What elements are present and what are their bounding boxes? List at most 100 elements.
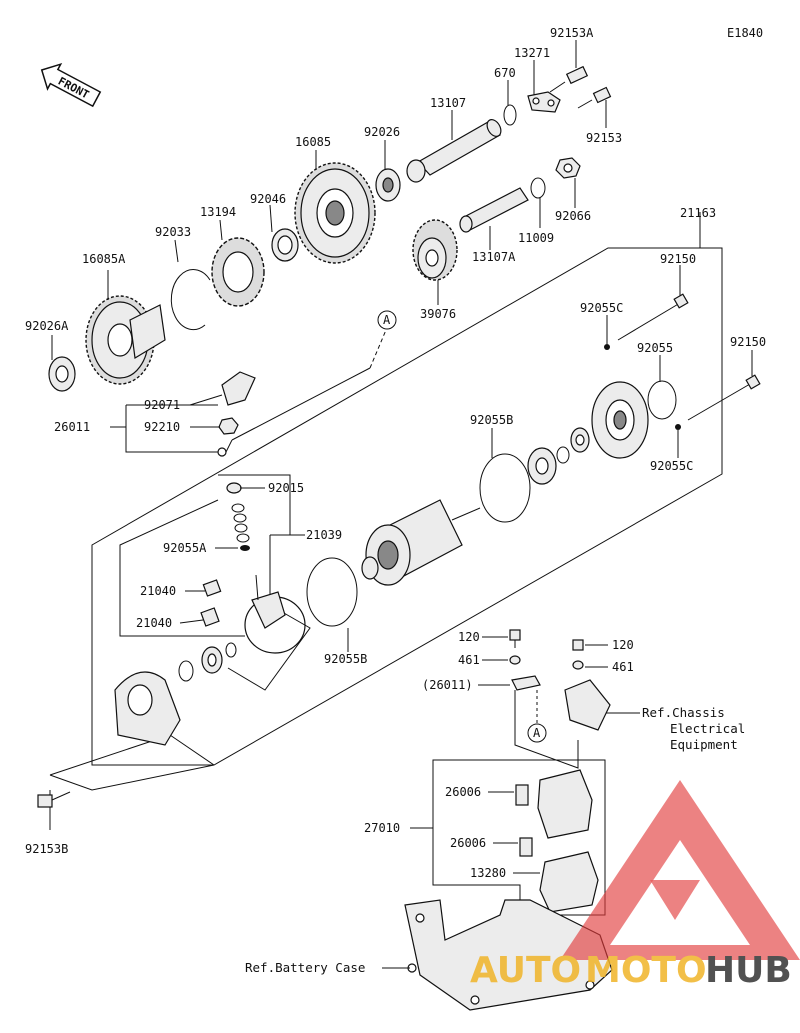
group-outline-relay-wire — [514, 690, 579, 769]
battery-case-icon — [404, 899, 613, 1011]
bearing-medium-icon — [527, 447, 557, 485]
part-13107A: 13107A — [472, 250, 516, 264]
part-26011-ref: (26011) — [422, 678, 473, 692]
group-outline-21163 — [91, 212, 723, 766]
diagram-code: E1840 — [727, 26, 763, 40]
brush-plate-icon — [244, 574, 306, 654]
watermark-logo: AUTO MOTO HUB — [470, 780, 800, 991]
bearing-small-icon — [570, 427, 590, 453]
part-92055: 92055 — [637, 341, 673, 355]
part-92150-lower: 92150 — [730, 335, 766, 349]
ref-chassis-line1: Ref.Chassis — [642, 705, 725, 720]
group-outline-21039 — [119, 474, 311, 691]
shaft-13107-icon — [406, 119, 502, 183]
brush-21040-upper-icon — [202, 579, 222, 597]
watermark-moto: MOTO — [585, 950, 707, 991]
part-92055B-bottom: 92055B — [324, 652, 367, 666]
part-92055C-top: 92055C — [580, 301, 623, 315]
bearing-front-icon — [201, 646, 223, 674]
part-21040-lower: 21040 — [136, 616, 172, 630]
watermark-triangle-icon — [560, 780, 800, 960]
part-92153A: 92153A — [550, 26, 594, 40]
o-ring-small-front-icon — [178, 660, 194, 682]
group-outline-92153B — [49, 734, 215, 830]
part-92015: 92015 — [268, 481, 304, 495]
watermark-hub: HUB — [705, 950, 792, 991]
cable-boot-92071-icon — [221, 371, 256, 406]
part-11009: 11009 — [518, 231, 554, 245]
washer-461a-icon — [509, 655, 521, 665]
gear-39076-icon — [412, 219, 458, 281]
svg-text:A: A — [383, 313, 391, 327]
part-39076: 39076 — [420, 307, 456, 321]
part-13107: 13107 — [430, 96, 466, 110]
part-26011: 26011 — [54, 420, 90, 434]
part-16085: 16085 — [295, 135, 331, 149]
needle-bearing-92046-icon — [271, 228, 299, 262]
ref-chassis-line2: Electrical — [670, 721, 745, 736]
terminal-26011-icon — [511, 675, 541, 691]
callout-a-top: A — [377, 310, 397, 330]
part-92026: 92026 — [364, 125, 400, 139]
washer-stack-icon — [226, 482, 250, 551]
part-92026A: 92026A — [25, 319, 69, 333]
part-461-right: 461 — [612, 660, 634, 674]
part-26006-upper: 26006 — [445, 785, 481, 799]
watermark-auto: AUTO — [470, 950, 581, 991]
front-cover-icon — [114, 671, 181, 746]
bolt-92153-icon — [577, 86, 612, 109]
part-461-left: 461 — [458, 653, 480, 667]
part-92033: 92033 — [155, 225, 191, 239]
part-13280: 13280 — [470, 866, 506, 880]
part-92150-upper: 92150 — [660, 252, 696, 266]
nut-92210-icon — [218, 417, 239, 435]
part-92055B-top: 92055B — [470, 413, 513, 427]
bearing-92026-icon — [375, 168, 401, 202]
part-13271: 13271 — [514, 46, 550, 60]
part-21040-upper: 21040 — [140, 584, 176, 598]
part-92055C-bottom: 92055C — [650, 459, 693, 473]
part-120-right: 120 — [612, 638, 634, 652]
bolt-92153A-icon — [549, 65, 589, 93]
callout-a-bottom: A — [527, 690, 547, 743]
ref-chassis-line3: Equipment — [670, 737, 738, 752]
bolt-92150-upper-icon — [617, 293, 689, 341]
relay-13280-icon — [539, 851, 599, 913]
group-outline-26011 — [110, 404, 218, 453]
relay-cover-icon — [564, 679, 611, 731]
part-92153B: 92153B — [25, 842, 68, 856]
bolt-120a-icon — [509, 629, 521, 648]
dot-92055C-bot — [675, 424, 681, 430]
washer-small-icon — [556, 446, 570, 464]
clutch-13194-icon — [211, 237, 265, 307]
washer-front-icon — [225, 642, 237, 658]
o-ring-92055B-lower-icon — [306, 557, 358, 627]
o-ring-92055-icon — [647, 380, 677, 420]
part-92066: 92066 — [555, 209, 591, 223]
washer-11009-icon — [530, 177, 546, 199]
part-92046: 92046 — [250, 192, 286, 206]
bolt-120b-icon — [572, 639, 584, 651]
part-120-left: 120 — [458, 630, 480, 644]
washer-461b-icon — [572, 660, 584, 670]
part-26006-lower: 26006 — [450, 836, 486, 850]
fuse-26006-lower-icon — [519, 837, 533, 857]
part-21039: 21039 — [306, 528, 342, 542]
o-ring-92055B-upper-icon — [479, 453, 531, 523]
gear-16085A-icon — [85, 295, 166, 385]
bearing-92026A-icon — [48, 356, 76, 392]
part-92071: 92071 — [144, 398, 180, 412]
part-27010: 27010 — [364, 821, 400, 835]
front-arrow-icon: FRONT — [40, 62, 102, 108]
ref-battery-case: Ref.Battery Case — [245, 960, 365, 975]
o-ring-670-icon — [503, 104, 517, 126]
part-92210: 92210 — [144, 420, 180, 434]
bolt-92150-lower-icon — [687, 374, 761, 421]
part-16085A: 16085A — [82, 252, 126, 266]
svg-text:A: A — [533, 726, 541, 740]
dot-92055C-top — [604, 344, 610, 350]
fuse-26006-upper-icon — [515, 784, 529, 806]
cable-26011-icon — [217, 329, 387, 457]
